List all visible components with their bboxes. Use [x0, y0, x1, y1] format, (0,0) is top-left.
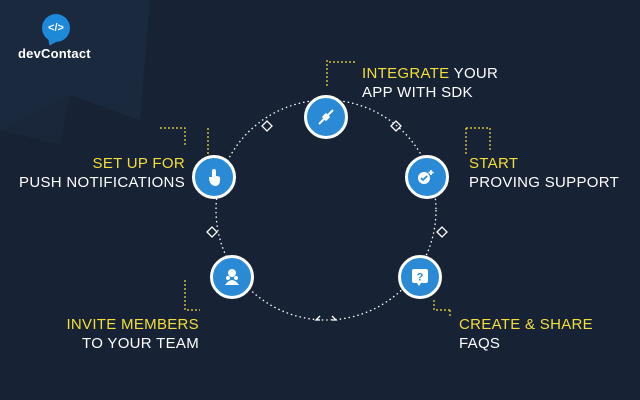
connector-marker	[206, 226, 218, 238]
svg-text:?: ?	[417, 272, 424, 284]
label-invite: INVITE MEMBERS TO YOUR TEAM	[66, 316, 199, 352]
label-faqs: CREATE & SHARE FAQS	[459, 316, 593, 352]
leader-lines	[160, 60, 491, 316]
code-bubble-icon: </>	[42, 14, 70, 42]
node-setup	[192, 155, 236, 199]
label-integrate: INTEGRATE YOUR APP WITH SDK	[362, 65, 499, 101]
connector-marker	[331, 315, 338, 321]
connector-marker	[261, 120, 273, 132]
leader-line-invite	[184, 280, 200, 311]
leader-line-setup-h	[160, 127, 186, 145]
brand-mark: </>	[48, 22, 64, 34]
question-icon: ?	[412, 269, 428, 286]
label-start: START PROVING SUPPORT	[469, 155, 620, 191]
brand-logo: </> devContact	[14, 14, 114, 70]
plug-icon	[318, 109, 334, 125]
brand-name: devContact	[18, 46, 91, 61]
support-check-icon	[418, 170, 434, 184]
leader-line-start	[466, 127, 491, 150]
node-faqs: ?	[398, 255, 442, 299]
label-integrate-line-1: INTEGRATE YOUR	[362, 65, 499, 82]
node-start	[405, 155, 449, 199]
connector-markers	[206, 120, 448, 321]
leader-line-faqs	[433, 300, 450, 311]
node-integrate	[304, 95, 348, 139]
connector-marker	[314, 315, 321, 321]
connector-marker	[390, 120, 402, 132]
connector-marker	[436, 226, 448, 238]
node-invite	[210, 255, 254, 299]
team-icon	[225, 269, 239, 285]
label-setup: SET UP FOR PUSH NOTIFICATIONS	[19, 155, 185, 191]
tap-icon	[209, 169, 220, 186]
